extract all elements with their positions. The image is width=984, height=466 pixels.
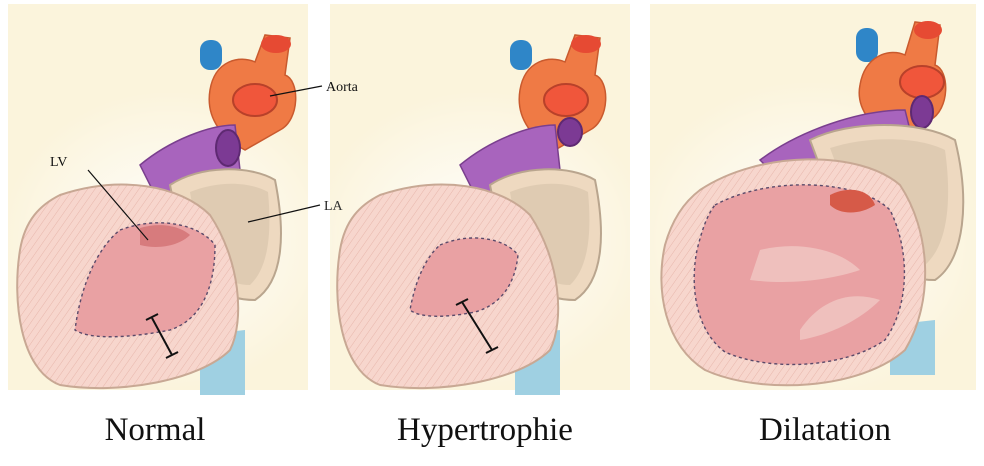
caption-normal: Normal [40, 412, 270, 449]
caption-dilatation: Dilatation [700, 412, 950, 449]
vena-cava-icon [856, 28, 878, 62]
vena-cava-icon [510, 40, 532, 70]
aorta-label: Aorta [326, 80, 359, 95]
heart-normal: Aorta LV LA [0, 35, 359, 395]
caption-hypertrophy: Hypertrophie [350, 412, 620, 449]
heart-hypertrophy [310, 35, 650, 395]
vena-cava-icon [200, 40, 222, 70]
heart-dilatation [630, 21, 984, 400]
lv-label: LV [50, 155, 67, 170]
